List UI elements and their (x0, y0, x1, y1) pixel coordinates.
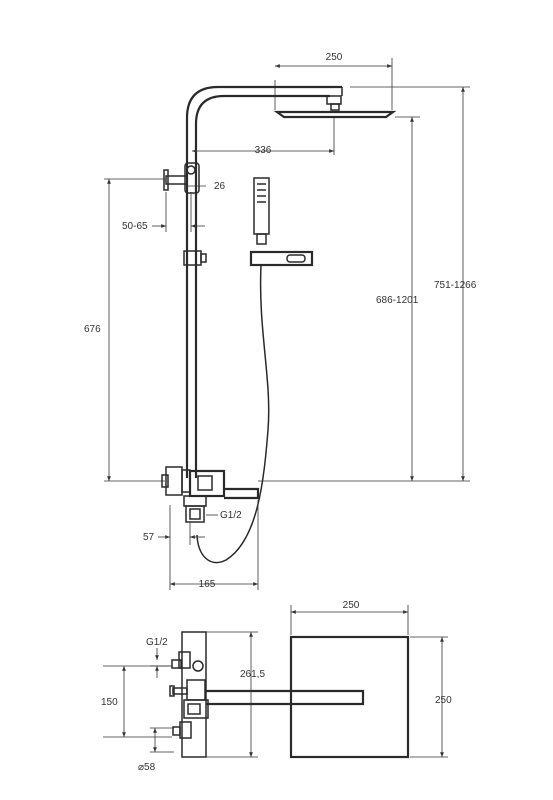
mixer-bar-front (169, 631, 209, 758)
dim-spout-length (170, 500, 259, 590)
dim-inlet-thread-bottom (150, 648, 172, 678)
hand-shower (253, 177, 270, 245)
shelf (249, 250, 314, 267)
dim-text-holder-offset: 26 (214, 181, 226, 192)
dim-arm-reach (192, 118, 335, 155)
dim-text-bar-height: 676 (84, 324, 101, 335)
dim-text-total-height: 751-1266 (434, 280, 477, 291)
dim-total-height (350, 86, 470, 482)
dim-inlet-spacing (103, 665, 172, 738)
dim-text-inlet-spacing: 150 (101, 697, 118, 708)
hand-shower-holder (163, 162, 200, 194)
riser-pipe (185, 85, 343, 478)
dim-text-head-depth: 250 (435, 695, 452, 706)
dim-head-height (258, 116, 420, 482)
dim-text-head-height: 686-1201 (376, 295, 419, 306)
spout-front (206, 689, 365, 706)
dim-head-width-top (274, 58, 393, 110)
dim-text-arm-reach: 336 (255, 145, 272, 156)
front-view: 250 250 261,5 G1/2 150 (101, 600, 452, 773)
dim-text-eccentric-diameter: ⌀58 (138, 762, 156, 773)
dim-text-inlet-thread-bottom: G1/2 (146, 637, 168, 648)
dim-bar-height (104, 178, 165, 482)
thermostatic-mixer-side (161, 466, 260, 523)
dim-text-head-width-top: 250 (326, 52, 343, 63)
dim-text-head-width-bottom: 250 (343, 600, 360, 611)
shower-hose (196, 264, 270, 564)
sliding-holder (183, 250, 207, 266)
dim-eccentric-diameter (150, 727, 174, 753)
dim-text-spout-length: 165 (199, 579, 216, 590)
dim-text-mixer-height: 261,5 (240, 669, 265, 680)
dim-text-inlet-offset: 57 (143, 532, 155, 543)
rain-shower-head-side (273, 95, 397, 119)
dim-text-inlet-thread-side: G1/2 (220, 510, 242, 521)
dim-head-depth (410, 636, 448, 758)
side-view: 250 336 26 50-65 676 (84, 52, 477, 590)
dim-text-holder-adjust: 50-65 (122, 221, 148, 232)
dim-inlet-offset (158, 505, 205, 590)
dim-mixer-height (206, 631, 258, 758)
dim-head-width-bottom (290, 605, 409, 635)
rain-shower-head-front (289, 635, 410, 759)
dim-holder-adjust (152, 192, 205, 232)
